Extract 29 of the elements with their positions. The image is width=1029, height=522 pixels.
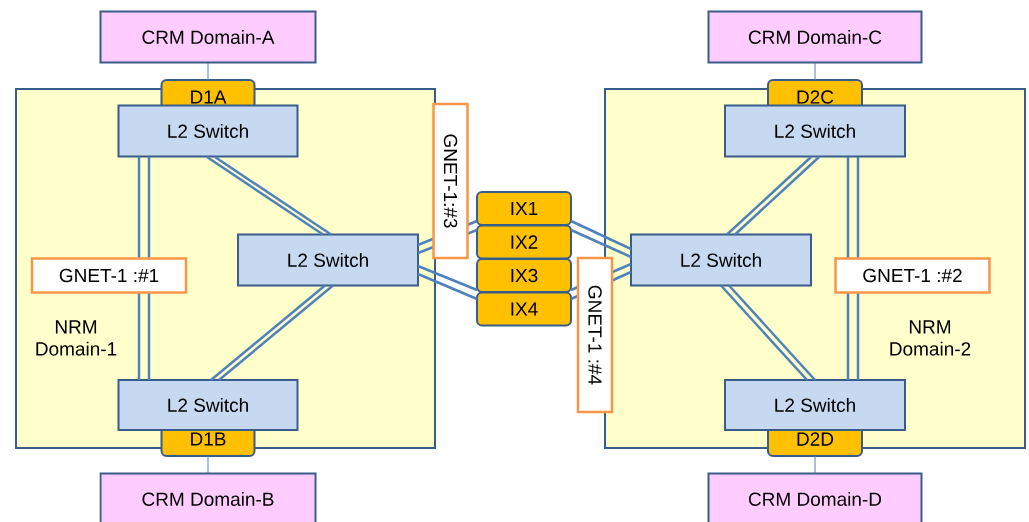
link-line [720,284,808,381]
switch-box: L2 Switch [724,104,906,158]
link-line [728,284,816,381]
link-line [207,62,209,81]
link-line [207,455,209,474]
link-line [814,455,816,474]
switch-box: L2 Switch [724,379,906,431]
domain-box: CRM Domain-C [707,10,923,64]
link-line [417,272,478,301]
link-line [417,264,478,292]
link-line [734,156,820,236]
domain-box: CRM Domain-A [99,10,317,64]
link-line [570,228,632,259]
exchange-box: IX3 [476,258,572,293]
switch-box: L2 Switch [237,233,419,287]
exchange-box: IX4 [476,291,572,327]
domain-box: CRM Domain-D [707,472,923,522]
exchange-box: IX2 [476,224,572,260]
switch-box: L2 Switch [117,379,299,431]
edge-label: GNET-1 :#1 [30,257,188,294]
switch-box: L2 Switch [117,104,299,158]
edge-label: GNET-1:#3 [432,102,469,260]
edge-label: GNET-1 :#2 [834,257,991,294]
link-line [570,219,632,251]
link-line [726,156,812,236]
domain-box: CRM Domain-B [99,472,317,522]
link-line [814,62,816,81]
exchange-box: IX1 [476,191,572,226]
switch-box: L2 Switch [630,233,812,287]
